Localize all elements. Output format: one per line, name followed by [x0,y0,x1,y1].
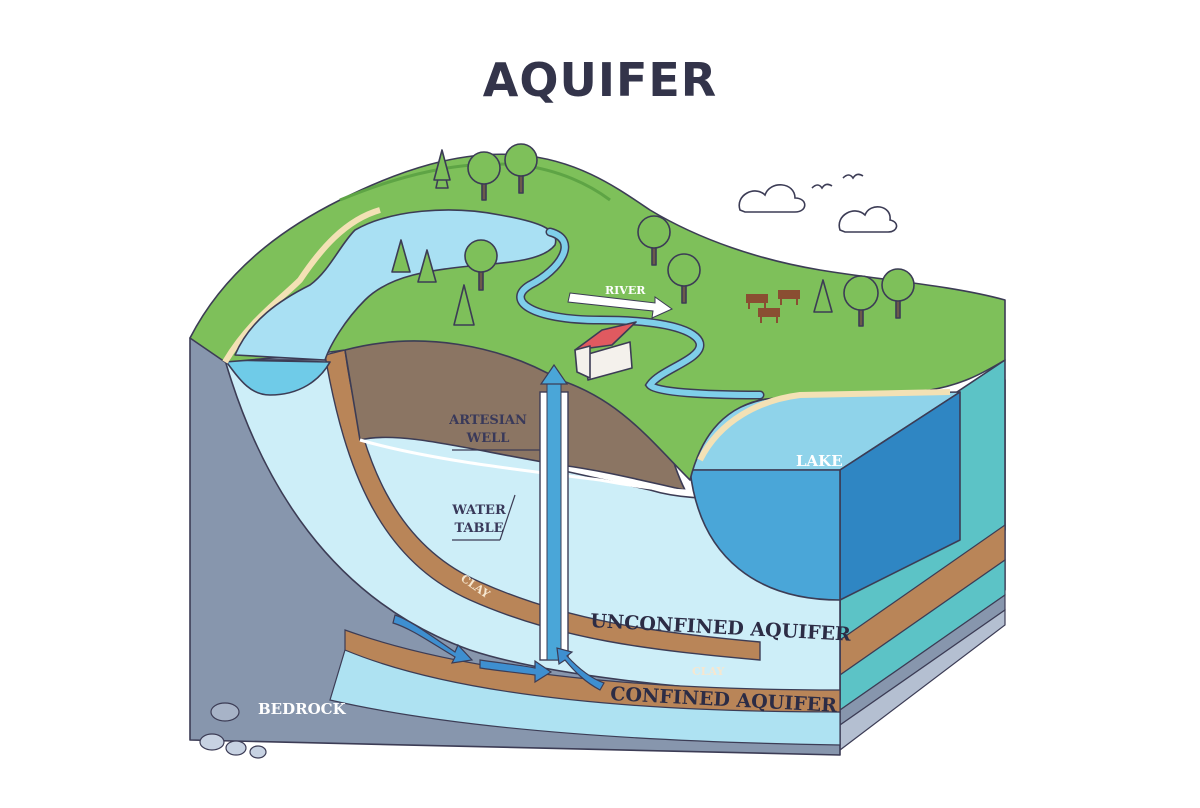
flow-arrow-icon [479,659,553,684]
tree-icon [637,215,671,266]
bird-icon [811,183,833,190]
clouds [738,173,898,233]
river-flow-arrow [567,292,674,319]
stone-icon [199,733,225,751]
bedrock-stones [199,702,267,759]
lake [689,391,961,601]
pine-tree-icon [453,284,475,326]
pine-tree-icon [417,249,437,283]
cow-icon [758,308,780,323]
label-river: RIVER [605,284,646,297]
tree-icon [843,275,879,327]
tree-icon [881,268,915,319]
label-artesian-well-line2: WELL [466,431,510,446]
artesian-well [539,363,569,661]
cow-icon [778,290,800,305]
groundwater-flow-arrows [392,614,605,691]
label-lake: LAKE [796,452,843,470]
stone-icon [210,702,240,722]
cow-icon [746,294,768,309]
label-bedrock: BEDROCK [258,700,347,718]
flow-arrow-icon [556,647,605,691]
tree-icon [464,239,498,291]
pine-tree-icon [391,239,411,273]
label-artesian-well-line1: ARTESIAN [448,413,527,428]
label-water-table-line2: TABLE [454,521,503,536]
stone-icon [225,740,247,756]
house-icon [574,321,637,381]
tree-icon [467,151,501,201]
well-up-arrow [539,363,569,385]
pine-tree-icon [433,149,451,189]
pine-tree-icon [813,279,833,313]
bird-icon [842,173,864,180]
diagram-title: AQUIFER [483,53,717,107]
block-front-face [189,325,841,756]
label-clay-lower: CLAY [692,665,724,678]
tree-icon [504,143,538,194]
tree-icon [667,253,701,304]
water-table-pointer-d [499,494,516,541]
label-water-table-line1: WATER [451,503,506,518]
cloud-icon [838,206,898,233]
stone-icon [249,745,267,759]
trees [391,143,915,327]
cows [746,290,800,323]
cloud-icon [738,184,806,213]
flow-arrow-icon [392,614,474,664]
